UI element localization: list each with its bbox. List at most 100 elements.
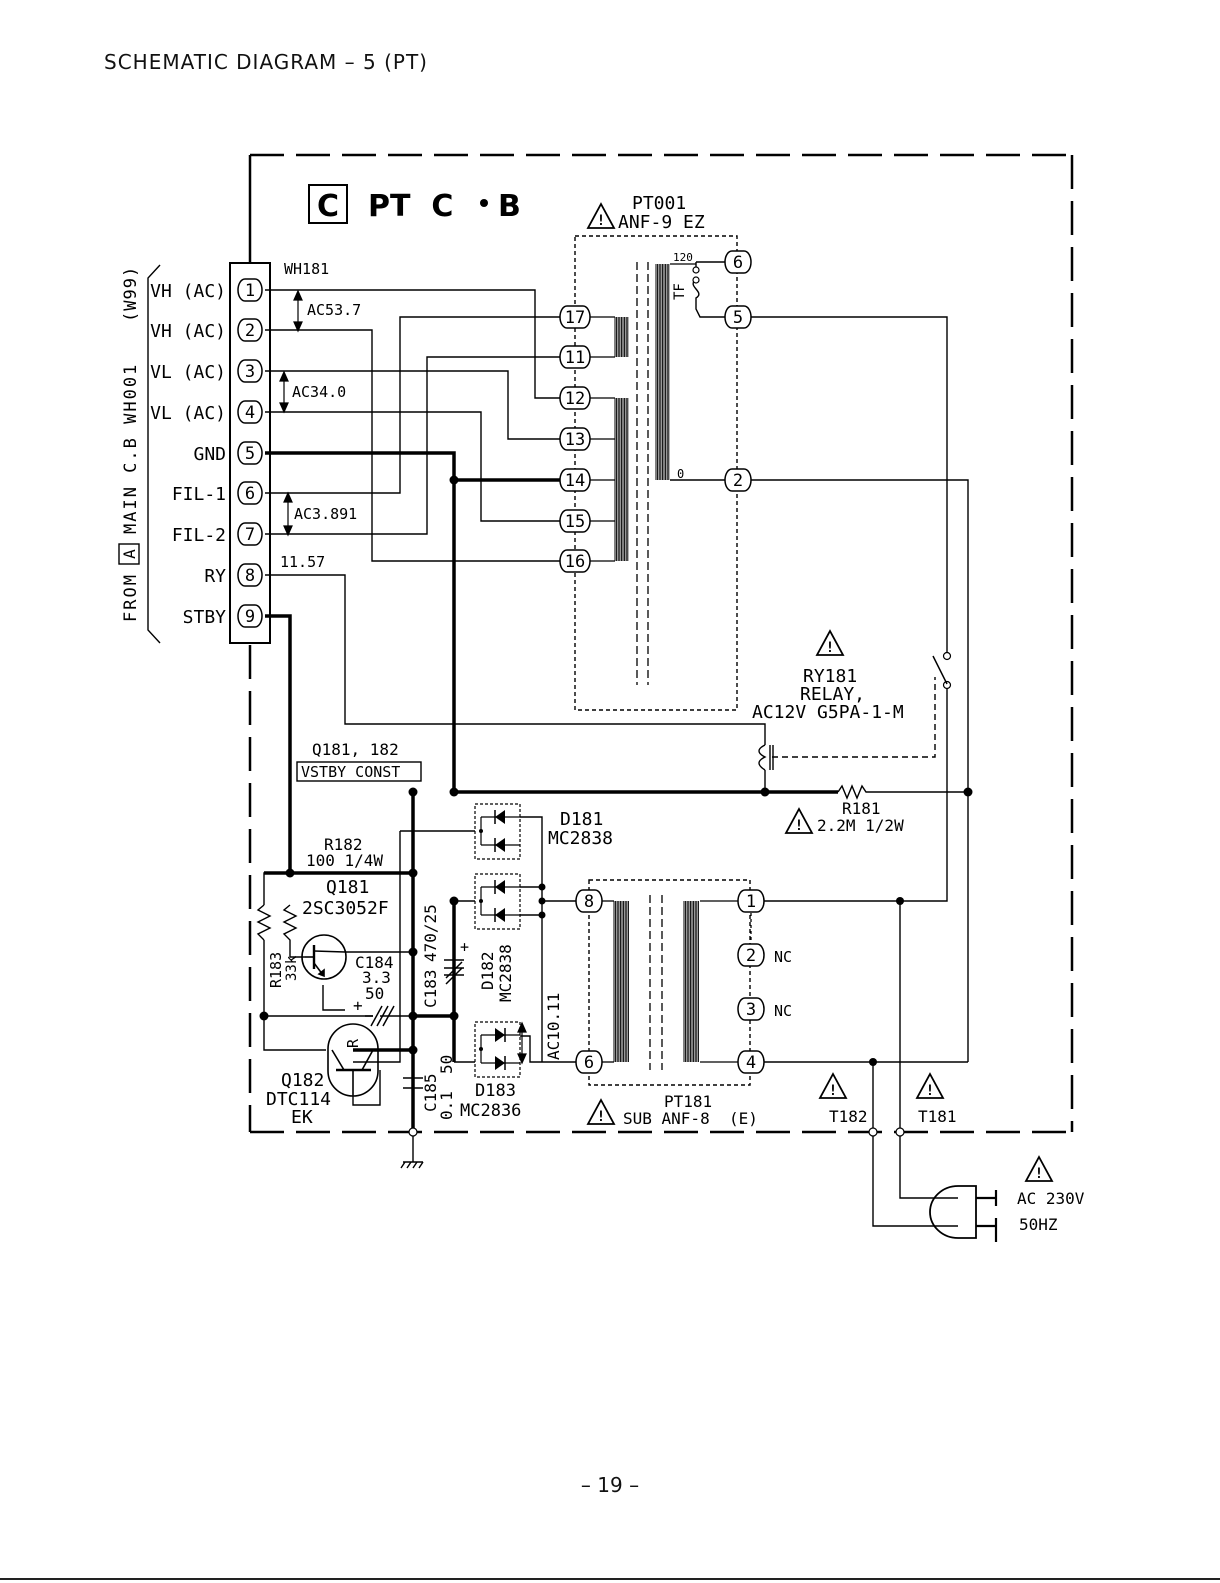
connector-bracket [147, 264, 161, 644]
pt001-pin-15: 15 [559, 509, 591, 533]
pt001-pin-16: 16 [559, 549, 591, 573]
connector-pin-1: 1 [237, 278, 263, 302]
c184-value-2: 50 [365, 984, 384, 1003]
pt181-nc-2: NC [774, 948, 792, 966]
connector-pin-7: 7 [237, 522, 263, 546]
q181-part: 2SC3052F [302, 898, 389, 919]
pt001-pin-17-label: 17 [565, 308, 585, 328]
voltage-vl: AC34.0 [292, 383, 346, 401]
mains-frequency: 50HZ [1019, 1215, 1058, 1234]
connector-side-label: FROM A MAIN C.B WH001 (W99) [118, 266, 141, 622]
voltage-arrows [279, 289, 303, 537]
connector-pin-5-label: 5 [245, 444, 255, 464]
side-label-main: MAIN C.B WH001 [121, 363, 141, 534]
connector-pin-2-label: 2 [245, 321, 255, 341]
connector-ref: WH181 [284, 260, 329, 278]
pt181-pin-6: 6 [575, 1050, 603, 1074]
relay-type: RELAY, [800, 684, 865, 705]
pt001-sec-winding-1 [614, 317, 629, 357]
pt001-pin-6-label: 6 [733, 253, 743, 273]
pt001-pin-12-label: 12 [565, 389, 585, 409]
relay-switch [932, 655, 948, 685]
connector-pin-2: 2 [237, 318, 263, 342]
connector-pin-name-5: GND [193, 444, 226, 465]
pt001-pin-16-label: 16 [565, 552, 585, 572]
connector-pin-4-label: 4 [245, 403, 255, 423]
pt001-pin-2: 2 [724, 468, 752, 492]
r183-ref: R183 [267, 952, 285, 988]
relay-coil [758, 744, 774, 771]
pt001-pin-12: 12 [559, 386, 591, 410]
t182-warning-mark: ! [829, 1083, 837, 1099]
page-title: SCHEMATIC DIAGRAM – 5 (PT) [104, 50, 428, 74]
r181-resistor [837, 784, 868, 800]
pt001-pin-5: 5 [724, 305, 752, 329]
pt001-pin-13-label: 13 [565, 430, 585, 450]
pt181-nc-3: NC [774, 1002, 792, 1020]
connector-pin-name-7: FIL-2 [172, 525, 226, 546]
pt001-pin-17: 17 [559, 305, 591, 329]
c185-value-1: 0.1 [437, 1091, 456, 1120]
board-letter: C [317, 189, 339, 224]
q181-transistor [301, 934, 347, 980]
mains-warning-mark: ! [1035, 1166, 1043, 1182]
t181-warning-mark: ! [926, 1083, 934, 1099]
connector-pin-5: 5 [237, 441, 263, 465]
mains-plug-icon [929, 1185, 998, 1242]
connector-pin-6-label: 6 [245, 484, 255, 504]
relay-ref: RY181 [803, 666, 857, 687]
c183-capacitor [444, 952, 464, 985]
connector-pin-name-6: FIL-1 [172, 484, 226, 505]
q182-ref: Q182 [281, 1070, 324, 1091]
connector-pin-3: 3 [237, 359, 263, 383]
pt001-pin-11: 11 [559, 345, 591, 369]
side-label-box-letter: A [120, 549, 139, 559]
c185-value-2: 50 [437, 1055, 456, 1074]
pt001-warning-mark-a: ! [597, 213, 605, 229]
pt001-pin-6: 6 [724, 250, 752, 274]
r182-resistor [282, 904, 298, 945]
connector-pin-9: 9 [237, 604, 263, 628]
c184-plus: + [353, 996, 363, 1015]
pt181-pin-4: 4 [737, 1050, 765, 1074]
c185-ref: C185 [421, 1073, 440, 1112]
board-name-dot [480, 199, 488, 207]
connector-pin-9-label: 9 [245, 607, 255, 627]
connector-pin-8: 8 [237, 563, 263, 587]
t182-label: T182 [829, 1107, 868, 1126]
group-label: Q181, 182 [312, 740, 399, 759]
r182-value: 100 1/4W [306, 851, 383, 870]
pt181-pin-2: 2 [737, 943, 765, 967]
d182-diode-pack [474, 873, 521, 930]
connector-pin-4: 4 [237, 400, 263, 424]
pt181-ref: PT181 [664, 1092, 712, 1111]
pt001-sec-winding-2 [614, 398, 629, 561]
sub-voltage: AC10.11 [544, 993, 563, 1060]
d181-diode-pack [474, 803, 521, 860]
junctions [259, 475, 973, 1066]
pt001-pin-13: 13 [559, 427, 591, 451]
q182-mark: R [344, 1038, 362, 1048]
connector-pin-8-label: 8 [245, 566, 255, 586]
pt181-warning-mark: ! [597, 1109, 605, 1125]
pt181-pin-1-label: 1 [746, 892, 756, 912]
pt001-tap-0: 0 [677, 467, 684, 481]
fuse-terminal [692, 276, 700, 284]
q182-transistor [327, 1023, 379, 1097]
d182-part: MC2838 [496, 944, 515, 1002]
pt181-pin-2-label: 2 [746, 946, 756, 966]
relay-warning-mark: ! [826, 640, 834, 656]
connector-pin-7-label: 7 [245, 525, 255, 545]
page-number: – 19 – [580, 1473, 640, 1497]
voltage-fil: AC3.891 [294, 505, 357, 523]
r183-resistor [256, 904, 272, 941]
pt001-fuse-label: TF [672, 283, 688, 300]
board-letter-box [308, 184, 348, 224]
group-box [296, 761, 422, 782]
connector-pin-name-3: VL (AC) [150, 362, 226, 383]
c183-plus: + [460, 938, 469, 956]
pt181-pin-3: 3 [737, 997, 765, 1021]
board-name-suffix: B [498, 189, 521, 224]
d183-ref: D183 [475, 1081, 516, 1101]
